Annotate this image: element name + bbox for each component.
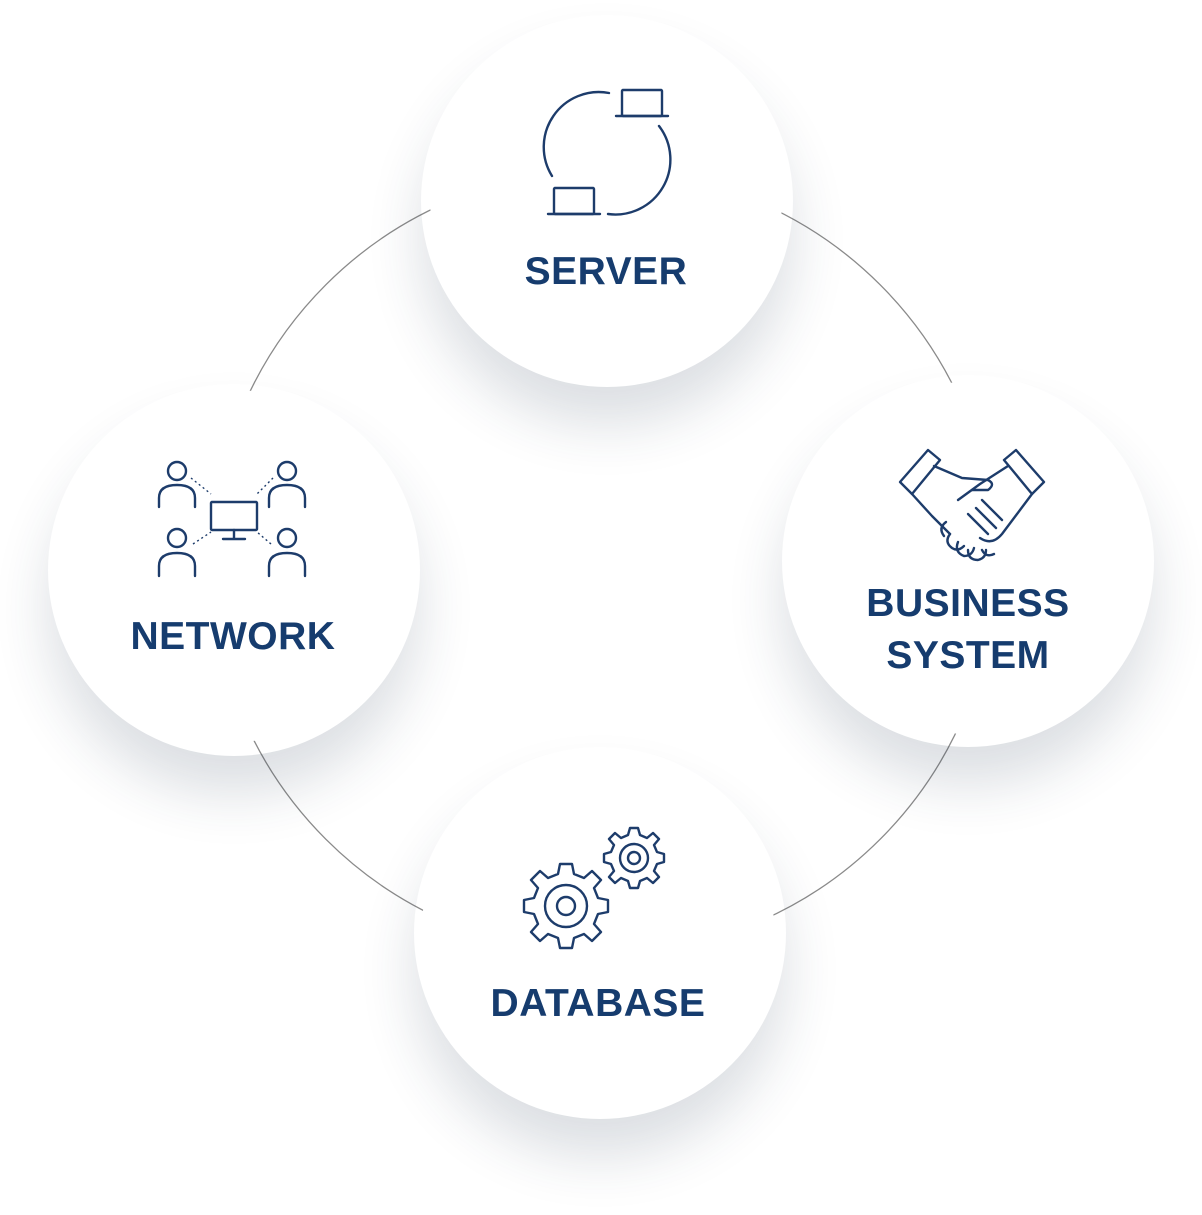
handshake-icon (898, 448, 1046, 562)
network-node[interactable]: NETWORK (39, 372, 427, 760)
network-label: NETWORK (130, 615, 336, 658)
business-system-label-line2: SYSTEM (886, 634, 1050, 677)
business-system-node[interactable]: BUSINESS SYSTEM (774, 364, 1162, 752)
business-system-label: BUSINESS SYSTEM (792, 578, 1144, 682)
gears-icon (522, 826, 666, 950)
database-node[interactable]: DATABASE (404, 736, 792, 1124)
server-label: SERVER (524, 250, 688, 293)
server-node[interactable]: SERVER (412, 4, 800, 392)
business-system-label-line1: BUSINESS (866, 582, 1070, 625)
network-users-icon (157, 460, 307, 578)
laptop-sync-icon (542, 88, 672, 216)
database-label: DATABASE (490, 982, 706, 1025)
